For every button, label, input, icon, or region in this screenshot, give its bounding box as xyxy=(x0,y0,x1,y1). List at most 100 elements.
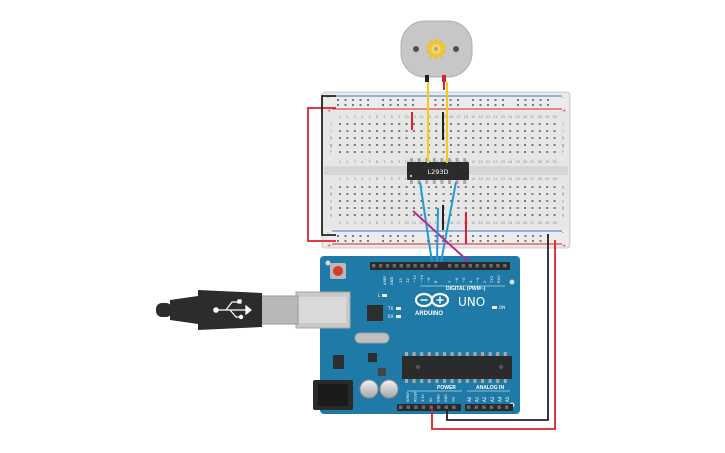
header-pin[interactable] xyxy=(413,264,417,268)
header-pin[interactable] xyxy=(503,264,507,268)
breadboard-hole xyxy=(457,214,460,216)
column-number: 28 xyxy=(538,115,542,119)
breadboard-hole xyxy=(464,137,467,139)
breadboard-hole xyxy=(427,193,430,195)
breadboard-hole xyxy=(487,200,489,202)
chip-pin xyxy=(425,158,429,163)
breadboard-hole xyxy=(479,137,482,139)
breadboard-hole xyxy=(346,193,349,195)
rail-hole xyxy=(449,99,452,101)
breadboard-hole xyxy=(405,137,408,139)
header-pin[interactable] xyxy=(437,405,441,409)
chip-pins xyxy=(410,158,467,184)
breadboard-hole xyxy=(368,151,371,153)
wire-red-5v[interactable] xyxy=(431,240,556,430)
usb-cable-strain-relief xyxy=(170,296,198,324)
header-pin[interactable] xyxy=(406,264,410,268)
header-pin[interactable] xyxy=(406,405,410,409)
breadboard-hole xyxy=(516,144,519,146)
header-pin[interactable] xyxy=(399,264,403,268)
usb-cable[interactable] xyxy=(156,290,299,330)
chip-pin xyxy=(463,179,467,184)
breadboard-hole xyxy=(450,214,452,216)
header-pin[interactable] xyxy=(452,405,456,409)
rail-hole xyxy=(359,104,362,106)
breadboard-hole xyxy=(479,214,482,216)
header-pin[interactable] xyxy=(385,264,390,268)
breadboard-hole xyxy=(531,123,534,125)
rail-hole xyxy=(539,240,542,242)
breadboard-hole xyxy=(457,137,460,139)
chip-pin xyxy=(440,179,444,184)
breadboard-hole xyxy=(339,137,341,139)
header-pin[interactable] xyxy=(414,405,418,409)
breadboard-hole xyxy=(420,137,423,139)
rail-hole xyxy=(389,235,392,237)
header-pin[interactable] xyxy=(489,405,494,409)
header-pin[interactable] xyxy=(489,264,493,268)
header-pin[interactable] xyxy=(372,264,376,268)
header-pin[interactable] xyxy=(468,264,472,268)
column-number: 12 xyxy=(419,221,423,225)
header-pin[interactable] xyxy=(467,405,471,409)
rail-hole xyxy=(382,240,384,242)
header-pin[interactable] xyxy=(505,405,509,409)
header-pin[interactable] xyxy=(497,405,501,409)
reset-button-cap[interactable] xyxy=(333,266,343,276)
breadboard-hole xyxy=(479,144,482,146)
column-number: 18 xyxy=(464,115,468,119)
breadboard-hole xyxy=(464,151,467,153)
header-pin[interactable] xyxy=(429,405,433,409)
breadboard-hole xyxy=(376,137,378,139)
chip-pin xyxy=(417,158,421,163)
atmega-pin xyxy=(412,352,416,357)
header-pin[interactable] xyxy=(421,405,426,409)
voltage-regulator xyxy=(333,355,344,369)
header-pin[interactable] xyxy=(482,264,486,268)
header-pin[interactable] xyxy=(392,264,397,268)
column-number: 26 xyxy=(523,160,527,164)
breadboard-hole xyxy=(524,207,526,209)
rail-hole xyxy=(479,99,482,101)
wire-magenta[interactable] xyxy=(412,210,470,263)
wire-black-gnd[interactable] xyxy=(446,234,549,421)
l293d-chip[interactable]: L293D xyxy=(407,158,469,184)
breadboard-hole xyxy=(487,207,489,209)
wire-blue-3[interactable] xyxy=(436,207,439,263)
breadboard-hole xyxy=(420,214,423,216)
breadboard-hole xyxy=(361,186,364,188)
header-pin[interactable] xyxy=(378,264,383,268)
column-number: 19 xyxy=(471,177,475,181)
breadboard-hole xyxy=(546,200,549,202)
breadboard-hole xyxy=(524,151,526,153)
header-pin[interactable] xyxy=(434,264,438,268)
header-pin[interactable] xyxy=(447,264,452,268)
column-number: 21 xyxy=(486,221,490,225)
breadboard-hole xyxy=(457,130,460,132)
dc-motor[interactable] xyxy=(400,20,473,82)
column-number: 8 xyxy=(391,115,393,119)
header-pin[interactable] xyxy=(454,264,459,268)
breadboard-hole xyxy=(413,200,415,202)
header-pin[interactable] xyxy=(444,405,448,409)
header-pin[interactable] xyxy=(482,405,486,409)
header-pin[interactable] xyxy=(474,405,478,409)
breadboard-hole xyxy=(538,137,541,139)
header-pin[interactable] xyxy=(475,264,479,268)
column-number: 27 xyxy=(530,221,534,225)
column-number: 20 xyxy=(478,221,482,225)
header-pin[interactable] xyxy=(496,264,500,268)
digital-pin-label: ~6 xyxy=(454,277,459,283)
breadboard-hole xyxy=(546,130,549,132)
header-pin[interactable] xyxy=(420,264,424,268)
breadboard-hole xyxy=(487,130,489,132)
column-number: 17 xyxy=(456,221,460,225)
breadboard-hole xyxy=(509,151,512,153)
header-pin[interactable] xyxy=(461,264,466,268)
breadboard-hole xyxy=(413,186,415,188)
header-pin[interactable] xyxy=(399,405,403,409)
header-pin[interactable] xyxy=(427,264,431,268)
wire-blue-2[interactable] xyxy=(440,181,457,263)
wire-black-left-loop[interactable] xyxy=(321,95,336,236)
